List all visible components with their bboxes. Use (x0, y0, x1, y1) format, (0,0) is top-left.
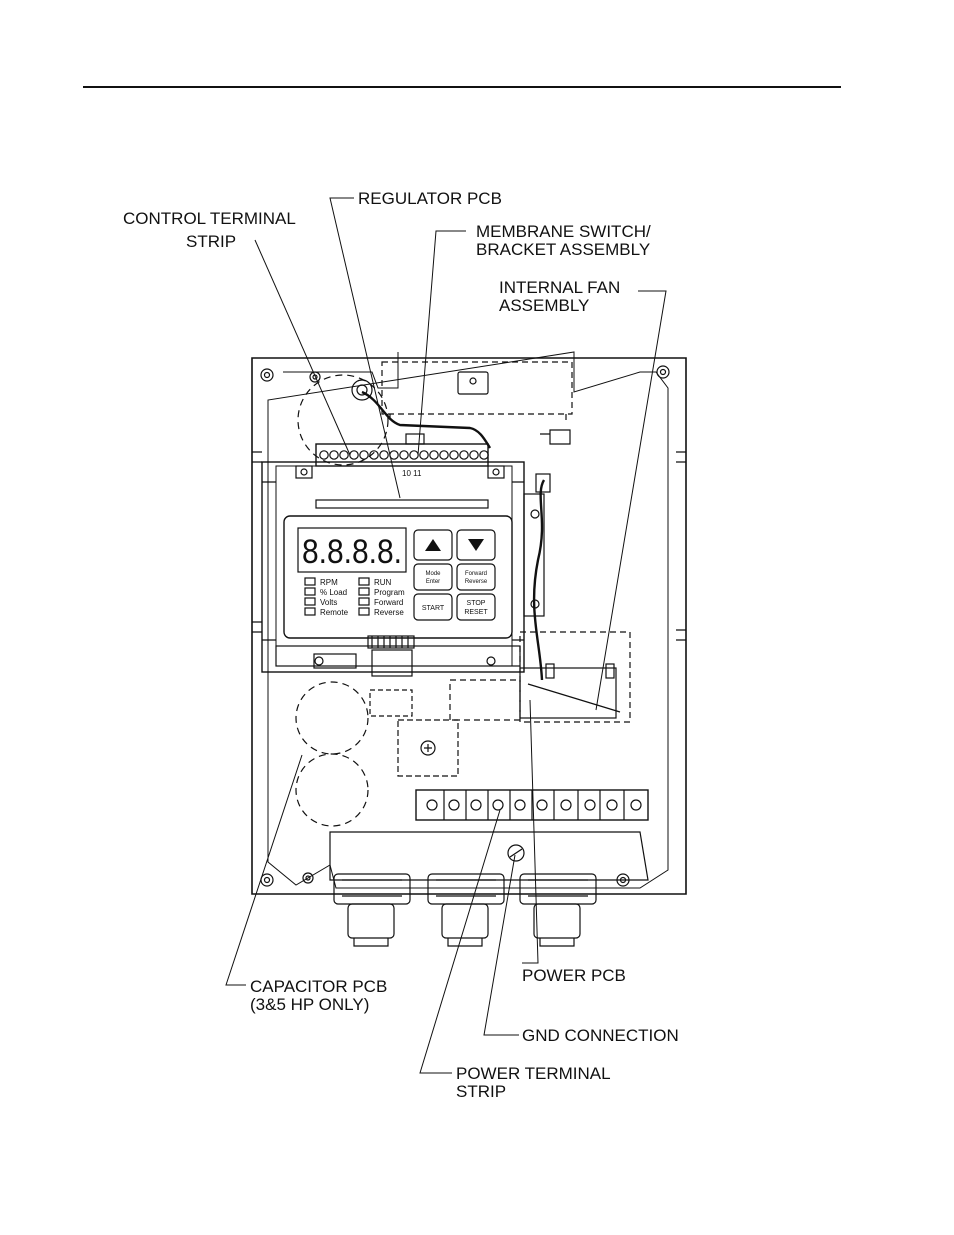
led-label: Program (374, 588, 405, 597)
up-arrow-icon (425, 539, 441, 551)
led-label: % Load (320, 588, 347, 597)
label-internal-fan-line1: INTERNAL FAN (499, 278, 621, 297)
fan-bracket (457, 371, 489, 395)
power-pcb-heatsink (519, 667, 617, 719)
forward-reverse-button (456, 563, 496, 591)
cable-gland-middle (427, 873, 505, 947)
reverse-label: Reverse (465, 579, 488, 585)
leader-membrane-switch (417, 230, 466, 456)
label-capacitor-pcb-line1: CAPACITOR PCB (250, 977, 388, 996)
label-membrane-switch-line1: MEMBRANE SWITCH/ (476, 222, 651, 241)
membrane-switch-panel (283, 515, 513, 639)
label-membrane-switch-line2: BRACKET ASSEMBLY (476, 240, 651, 259)
leader-internal-fan (595, 290, 667, 711)
mode-enter-button (413, 563, 453, 591)
enclosure-outline (251, 357, 687, 895)
led-label: Remote (320, 608, 349, 617)
reset-label: RESET (464, 609, 488, 616)
label-regulator-pcb: REGULATOR PCB (358, 189, 502, 208)
gnd-screw (507, 844, 525, 862)
leader-capacitor-pcb (225, 754, 303, 986)
enter-label: Enter (426, 579, 440, 585)
control-terminal-screws (319, 450, 489, 460)
label-capacitor-pcb-line2: (3&5 HP ONLY) (250, 995, 370, 1014)
capacitor-lower (295, 753, 369, 827)
label-control-terminal-strip-line2: STRIP (186, 232, 237, 251)
led-label: RPM (320, 578, 338, 587)
power-terminal-screws (426, 799, 642, 811)
leader-gnd-connection (483, 854, 519, 1036)
label-control-terminal-strip-line1: CONTROL TERMINAL (123, 209, 296, 228)
mode-label: Mode (425, 571, 441, 577)
top-dashed-circle (297, 374, 389, 466)
cable-gland-right (519, 873, 597, 947)
up-button (413, 529, 453, 561)
led-label: Reverse (374, 608, 404, 617)
down-arrow-icon (468, 539, 484, 551)
stop-reset-button (456, 593, 496, 621)
forward-label: Forward (465, 571, 487, 577)
led-label: Forward (374, 598, 403, 607)
label-internal-fan-line2: ASSEMBLY (499, 296, 590, 315)
leader-lines (225, 197, 667, 1074)
leader-control-terminal-strip (254, 239, 351, 456)
leader-power-pcb (522, 699, 539, 964)
label-power-pcb: POWER PCB (522, 966, 626, 985)
led-indicators (304, 577, 370, 616)
led-label: RUN (374, 578, 392, 587)
control-terminal-strip (315, 443, 489, 467)
label-power-terminal-strip-line1: POWER TERMINAL (456, 1064, 611, 1083)
label-power-terminal-strip-line2: STRIP (456, 1082, 507, 1101)
stop-label: STOP (467, 600, 486, 607)
fan-wire (361, 390, 492, 449)
cable-gland-left (333, 873, 411, 947)
label-gnd-connection: GND CONNECTION (522, 1026, 679, 1045)
enclosure-inner-outline (267, 351, 669, 889)
led-label: Volts (320, 598, 337, 607)
leader-power-terminal-strip (419, 809, 501, 1074)
fan-wire-2 (532, 479, 546, 681)
ribbon-connector (367, 635, 415, 649)
start-button (413, 593, 453, 621)
leader-regulator-pcb (329, 197, 401, 499)
right-bracket (523, 493, 545, 617)
display-digits: 8.8.8.8. (302, 533, 402, 571)
conduit-plate (329, 831, 649, 881)
terminal-numbers: 10 11 (402, 469, 422, 478)
down-button (456, 529, 496, 561)
start-label: START (422, 605, 445, 612)
mounting-holes (260, 365, 670, 887)
center-module (397, 719, 459, 777)
led-labels-right: RUN Program Forward Reverse (374, 578, 405, 617)
seven-segment-display (297, 527, 407, 573)
header-rule (83, 86, 841, 88)
led-labels-left: RPM % Load Volts Remote (320, 578, 349, 617)
internal-fan-dashed (381, 361, 573, 420)
capacitor-upper (295, 681, 369, 755)
